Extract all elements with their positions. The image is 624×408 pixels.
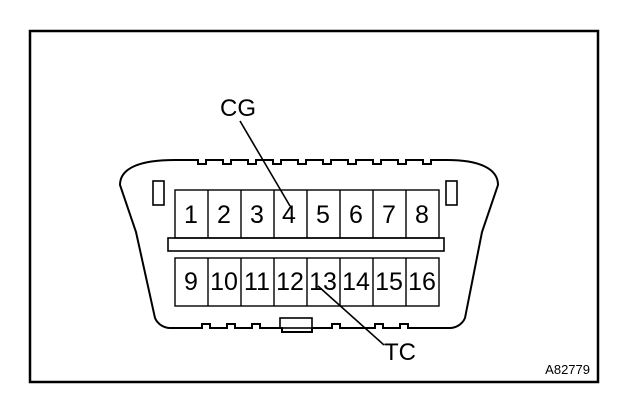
top-row-pin-labels: 1 2 3 4 5 6 7 8: [184, 201, 429, 229]
pin-label-14: 14: [342, 268, 370, 296]
pin-label-6: 6: [349, 201, 363, 229]
pin-label-2: 2: [217, 201, 231, 229]
cg-leader-line: [239, 120, 291, 207]
cg-callout-label: CG: [220, 95, 256, 122]
figure-frame: [28, 29, 600, 384]
connector-divider-bar: [167, 237, 445, 252]
tc-callout-label: TC: [384, 339, 416, 366]
pin-label-10: 10: [210, 268, 238, 296]
connector-outline: [118, 159, 500, 333]
pin-label-8: 8: [415, 201, 429, 229]
pin-cells: [174, 189, 440, 307]
pin-label-11: 11: [244, 268, 270, 296]
pin-label-5: 5: [316, 201, 330, 229]
pin-label-3: 3: [250, 201, 264, 229]
pin-label-16: 16: [408, 268, 436, 296]
pin-label-15: 15: [375, 268, 403, 296]
connector-left-key: [152, 180, 165, 206]
figure-id-label: A82779: [545, 362, 590, 377]
pin-label-7: 7: [382, 201, 396, 229]
tc-leader-line: [317, 285, 385, 346]
pin-label-9: 9: [184, 268, 198, 296]
pin-label-13: 13: [309, 268, 337, 296]
connector-right-key: [445, 180, 458, 206]
connector-bottom-latch: [279, 317, 313, 329]
pin-label-4: 4: [282, 201, 296, 229]
bottom-row-pin-labels: 9 10 11 12 13 14 15 16: [184, 268, 436, 296]
pin-label-12: 12: [276, 268, 304, 296]
pin-label-1: 1: [184, 201, 198, 229]
